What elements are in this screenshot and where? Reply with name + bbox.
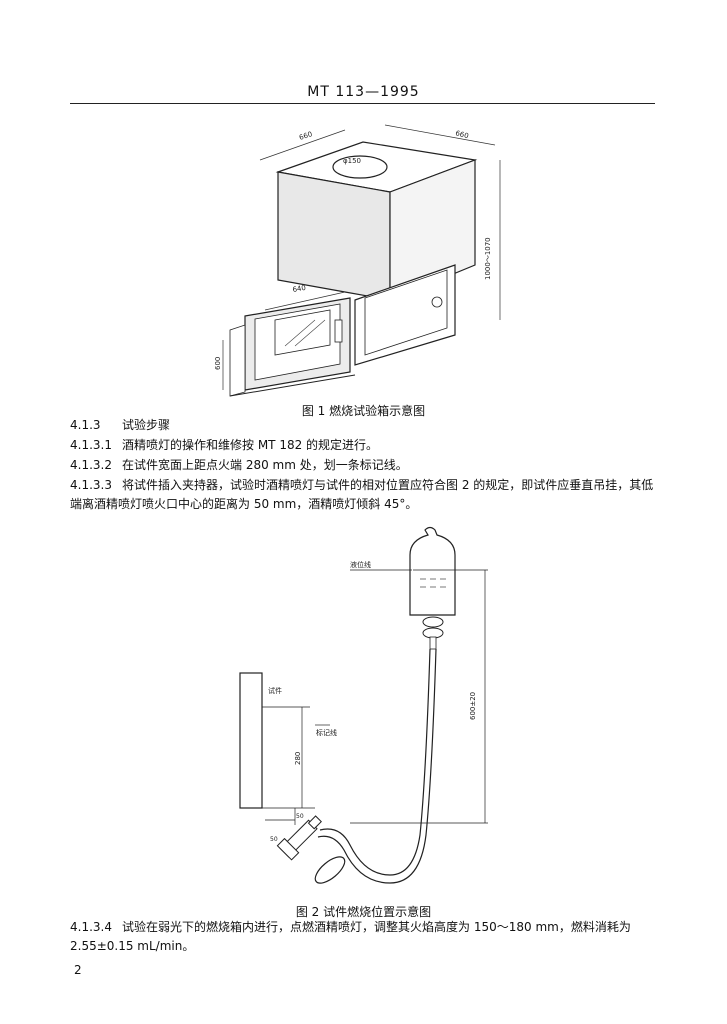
dim-label: 1000～1070 [484,237,492,280]
page-number: 2 [74,963,82,977]
section-4-1-3-1: 4.1.3.1 酒精喷灯的操作和维修按 MT 182 的规定进行。 [70,436,655,455]
section-4-1-3-2: 4.1.3.2 在试件宽面上距点火端 280 mm 处，划一条标记线。 [70,456,655,475]
label-specimen: 试件 [268,686,282,695]
document-header: MT 113—1995 [307,84,420,100]
dim-label: 600±20 [469,692,477,720]
dim-label: 50 [270,836,278,843]
dim-label: 600 [215,357,222,370]
figure-1-combustion-box: 660 660 φ150 1000～1070 640 600 [215,120,525,400]
label-mark-line: 标记线 [316,728,337,737]
section-text: 在试件宽面上距点火端 280 mm 处，划一条标记线。 [122,458,408,472]
dim-label: 640 [292,284,307,294]
dim-label: 660 [454,129,469,140]
section-4-1-3: 4.1.3 试验步骤 [70,416,655,435]
dim-label: φ150 [343,157,361,165]
dim-label: 280 [294,752,302,765]
section-text: 试验步骤 [122,418,171,432]
dim-label: 50 [296,813,304,820]
figure-1-caption: 图 1 燃烧试验箱示意图 [301,404,426,418]
section-text: 酒精喷灯的操作和维修按 MT 182 的规定进行。 [122,438,379,452]
section-text: 将试件插入夹持器，试验时酒精喷灯与试件的相对位置应符合图 2 的规定，即试件应垂… [70,478,654,511]
section-number: 4.1.3.1 [70,438,112,452]
header-divider [70,103,655,104]
section-number: 4.1.3.3 [70,478,112,492]
figure-2-caption: 图 2 试件燃烧位置示意图 [295,905,432,919]
dim-label: 660 [298,130,313,142]
section-number: 4.1.3 [70,418,101,432]
section-number: 4.1.3.4 [70,920,112,934]
section-number: 4.1.3.2 [70,458,112,472]
figure-2-specimen-position: 600±20 280 50 50 液位线 试件 标记线 [230,525,510,895]
section-text: 试验在弱光下的燃烧箱内进行，点燃酒精喷灯，调整其火焰高度为 150～180 mm… [70,920,631,953]
label-liquid-level: 液位线 [350,560,371,569]
